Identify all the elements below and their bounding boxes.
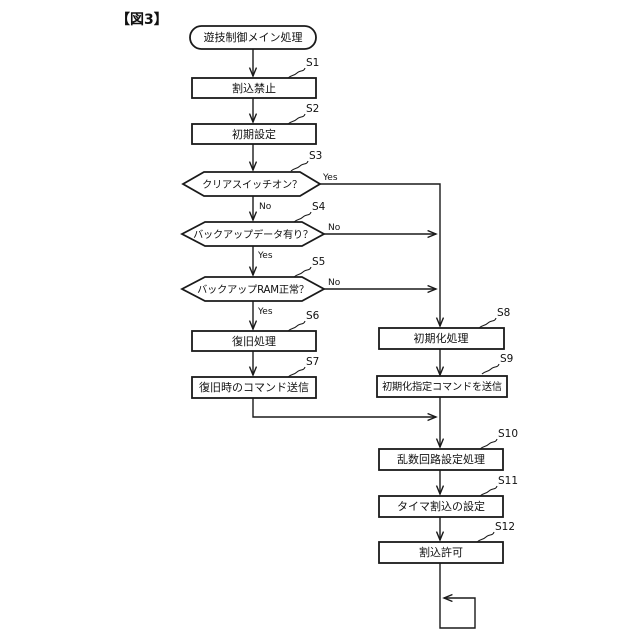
leader-s11 [479,485,498,497]
step-s11: タイマ割込の設定 [378,495,504,518]
ref-s4: S4 [312,201,326,213]
leader-s7 [287,366,306,378]
connectors [252,49,476,629]
step-s10: 乱数回路設定処理 [378,448,504,471]
leader-s1 [287,67,306,79]
step-s1: 割込禁止 [191,77,317,99]
step-s12-box [378,541,504,564]
step-s1-box [191,77,317,99]
step-s7-box [191,376,317,399]
step-s8-box [378,327,505,350]
step-s9-box [376,375,508,398]
ref-s5: S5 [312,256,325,268]
ref-s9: S9 [500,353,513,365]
step-s10-box [378,448,504,471]
step-s3-label: クリアスイッチオン？ [202,179,302,191]
figure-label: 【図3】 [116,12,168,28]
s3-yes-label: Yes [322,173,338,183]
ref-s1: S1 [306,57,319,69]
step-s10-label: 乱数回路設定処理 [397,452,485,466]
s4-no-label: No [328,223,341,233]
s4-yes-label: Yes [257,251,273,261]
step-s1-label: 割込禁止 [232,81,276,95]
leader-s9 [481,363,500,375]
step-s7-label: 復旧時のコマンド送信 [199,380,309,394]
step-s9: 初期化指定コマンドを送信 [376,375,508,398]
s5-no-label: No [328,278,341,288]
leader-s3 [290,160,309,172]
step-s7: 復旧時のコマンド送信 [191,376,317,399]
step-refs: S1 S2 S3 S4 S5 S6 S7 S8 S9 S10 S11 S12 [287,57,518,543]
step-s8-label: 初期化処理 [414,331,469,345]
leader-s12 [476,531,495,543]
step-s5: バックアップRAM正常？ [180,276,326,302]
step-s11-box [378,495,504,518]
step-s3: クリアスイッチオン？ [181,171,322,197]
s5-yes-label: Yes [257,307,273,317]
terminal-start-label: 遊技制御メイン処理 [204,30,303,44]
branch-labels: Yes No No Yes No Yes [257,173,341,317]
terminal-start-shape [189,25,317,50]
step-s12-label: 割込許可 [419,545,463,559]
leader-s6 [287,320,306,332]
step-s6: 復旧処理 [191,330,317,352]
leader-s5 [293,266,312,278]
step-s6-label: 復旧処理 [232,335,276,348]
ref-s8: S8 [497,307,510,319]
step-s12: 割込許可 [378,541,504,564]
step-s11-label: タイマ割込の設定 [397,499,485,513]
ref-s2: S2 [306,103,319,115]
step-s4: バックアップデータ有り？ [180,221,326,247]
step-s2-label: 初期設定 [232,127,276,141]
step-s8: 初期化処理 [378,327,505,350]
leader-s10 [479,438,498,450]
ref-s7: S7 [306,356,319,368]
ref-s10: S10 [498,428,518,440]
step-s5-hexagon [180,276,326,302]
step-s5-label: バックアップRAM正常？ [197,283,309,296]
connector-s3-yes-s8 [320,183,440,326]
ref-s11: S11 [498,475,518,487]
step-s4-label: バックアップデータ有り？ [193,228,313,241]
step-s2-box [191,123,317,145]
ref-s12: S12 [495,521,515,533]
connector-s12-loop [439,563,476,629]
step-s9-label: 初期化指定コマンドを送信 [382,380,502,393]
step-s3-hexagon [181,171,322,197]
leader-s8 [478,317,497,329]
step-s2: 初期設定 [191,123,317,145]
leader-s4 [293,211,312,223]
ref-s3: S3 [309,150,322,162]
leader-s2 [287,113,306,125]
connector-s7-join [252,398,436,417]
s3-no-label: No [259,202,272,212]
terminal-start: 遊技制御メイン処理 [189,25,317,50]
step-s6-box [191,330,317,352]
ref-s6: S6 [306,310,320,322]
step-s4-hexagon [180,221,326,247]
